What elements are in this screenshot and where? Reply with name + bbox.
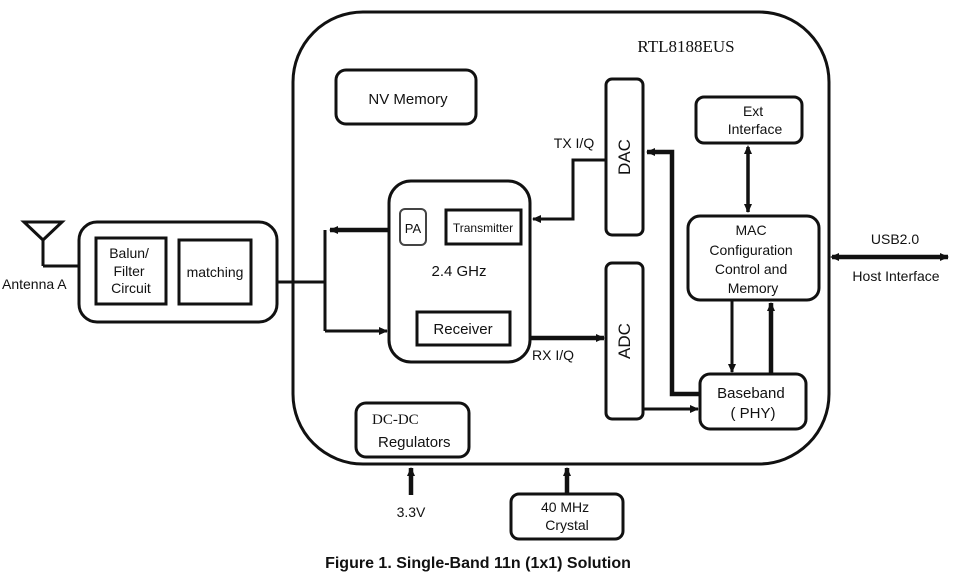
rx-iq-label: RX I/Q <box>532 347 574 363</box>
pa-label: PA <box>405 221 422 236</box>
adc-label: ADC <box>615 323 634 359</box>
balun-filter-block <box>94 236 168 306</box>
crystal-label: 40 MHz Crystal <box>541 499 593 533</box>
supply-label: 3.3V <box>397 504 426 520</box>
dcdc-label: DC-DC Regulators <box>372 411 451 451</box>
baseband-block <box>698 372 808 431</box>
mac-label: MAC Configuration Control and Memory <box>709 222 796 296</box>
transmitter-block <box>444 208 523 246</box>
transmitter-label: Transmitter <box>453 221 513 235</box>
antenna-icon <box>20 220 80 268</box>
tx-iq-label: TX I/Q <box>554 135 595 151</box>
matching-label: matching <box>187 264 244 280</box>
rf-band-label: 2.4 GHz <box>431 263 486 280</box>
balun-filter-label: Balun/ Filter Circuit <box>109 245 153 296</box>
figure-caption: Figure 1. Single-Band 11n (1x1) Solution <box>325 555 631 572</box>
nv-memory-block <box>334 68 478 126</box>
tx-iq-arrow <box>532 158 606 223</box>
nv-memory-label: NV Memory <box>368 91 448 108</box>
dac-label: DAC <box>615 139 634 175</box>
ext-interface-block <box>694 95 804 145</box>
pa-block <box>399 208 427 246</box>
dcdc-block <box>354 401 471 459</box>
baseband-label: Baseband ( PHY) <box>717 385 789 422</box>
usb-label: USB2.0 <box>871 231 919 247</box>
receiver-label: Receiver <box>433 321 492 338</box>
host-interface-label: Host Interface <box>852 268 939 284</box>
adc-block <box>604 261 645 421</box>
chip-name: RTL8188EUS <box>637 37 734 56</box>
ext-interface-label: Ext Interface <box>728 103 783 137</box>
mac-block <box>686 214 821 302</box>
antenna-label: Antenna A <box>2 276 67 292</box>
dac-block <box>604 77 645 237</box>
receiver-block <box>415 310 512 347</box>
matching-block <box>177 238 253 306</box>
baseband-to-dac-arrow <box>646 148 700 397</box>
